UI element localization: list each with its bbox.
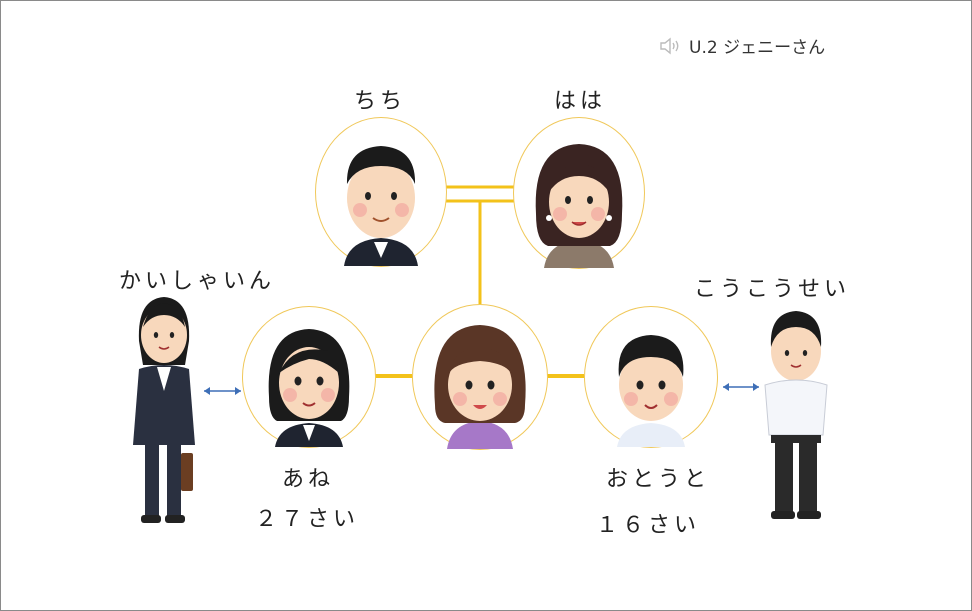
sister-occupation-label: かいしゃいん: [119, 269, 276, 294]
sister-face-icon: [268, 329, 350, 447]
boy-face-icon: [617, 335, 685, 447]
brother-occupation-label: こうこうせい: [694, 277, 851, 302]
girl-face-icon: [434, 325, 526, 449]
brother-label: おとうと: [606, 467, 711, 492]
father-label: ちち: [354, 89, 407, 114]
sister-label: あね: [282, 467, 335, 492]
speaker-icon[interactable]: [659, 37, 681, 55]
mother-portrait: [513, 117, 645, 269]
brother-age: １６さい: [596, 513, 701, 538]
brother-portrait: [584, 306, 718, 448]
mother-label: はは: [554, 89, 607, 114]
unit-header: U.2 ジェニーさん: [659, 33, 825, 58]
unit-title: U.2 ジェニーさん: [689, 38, 826, 58]
father-portrait: [315, 117, 447, 267]
sister-portrait: [242, 306, 376, 448]
father-face-icon: [344, 146, 418, 266]
sister-age: ２７さい: [255, 507, 360, 532]
mother-face-icon: [535, 144, 623, 268]
center-portrait: [412, 304, 548, 450]
